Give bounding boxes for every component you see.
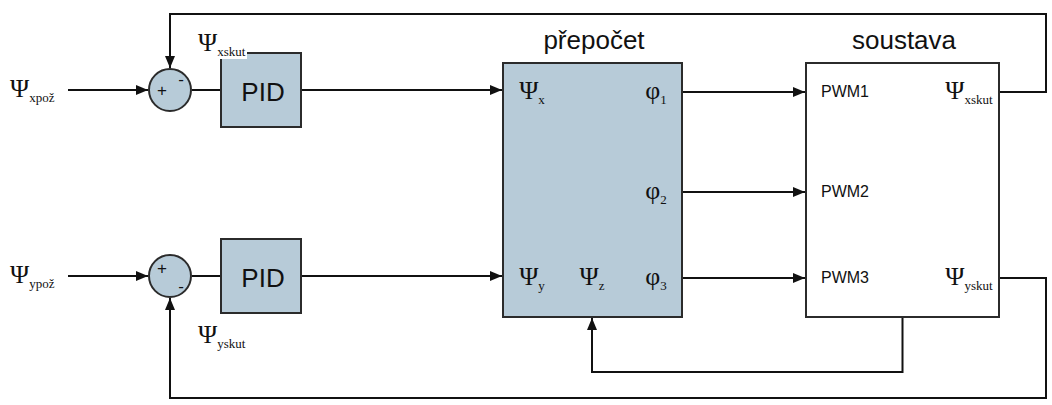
input-signal: Ψxpož bbox=[8, 75, 56, 105]
signal-line bbox=[302, 275, 502, 277]
plant-block: soustavaPWM1ΨxskutPWM2PWM3Ψyskut bbox=[805, 62, 1000, 318]
signal-name: φ2 bbox=[645, 178, 667, 206]
summing-junction: +- bbox=[148, 68, 192, 112]
signal-name: φ3 bbox=[645, 264, 667, 292]
signal-name: PWM3 bbox=[821, 270, 869, 286]
signal-line bbox=[683, 91, 805, 93]
signal-name: Ψyskut bbox=[945, 264, 992, 292]
input-arrow bbox=[68, 89, 148, 91]
signal-line bbox=[192, 275, 220, 277]
signal-name: Ψz bbox=[580, 264, 605, 292]
feedback-signal: Ψxskut bbox=[196, 29, 247, 59]
sign: - bbox=[178, 71, 184, 88]
block-title: přepočet bbox=[543, 27, 644, 53]
process-box: přepočetΨxφ1φ2ΨyΨzφ3 bbox=[502, 62, 683, 318]
signal-line bbox=[683, 191, 805, 193]
block-title: soustava bbox=[852, 27, 956, 53]
sign: + bbox=[157, 260, 167, 277]
summing-junction: +- bbox=[148, 254, 192, 298]
signal-name: PWM2 bbox=[821, 184, 869, 200]
signal-name: Ψy bbox=[519, 264, 545, 292]
signal-line bbox=[192, 89, 220, 91]
process-box: PID bbox=[220, 52, 302, 128]
signal-line bbox=[302, 89, 502, 91]
signal-name: PID bbox=[241, 265, 284, 291]
feedback-line bbox=[592, 318, 903, 372]
signal-name: Ψxskut bbox=[945, 78, 992, 106]
sign: - bbox=[178, 278, 184, 295]
junction-outline bbox=[148, 68, 192, 112]
junction-outline bbox=[148, 254, 192, 298]
signal-line bbox=[683, 277, 805, 279]
input-arrow bbox=[68, 275, 148, 277]
signal-name: PWM1 bbox=[821, 84, 869, 100]
process-box: PID bbox=[220, 238, 302, 314]
signal-name: PID bbox=[241, 79, 284, 105]
signal-name: Ψx bbox=[519, 78, 545, 106]
input-signal: Ψypož bbox=[8, 261, 56, 291]
signal-name: φ1 bbox=[645, 78, 667, 106]
feedback-signal: Ψyskut bbox=[196, 321, 247, 351]
sign: + bbox=[157, 82, 167, 99]
